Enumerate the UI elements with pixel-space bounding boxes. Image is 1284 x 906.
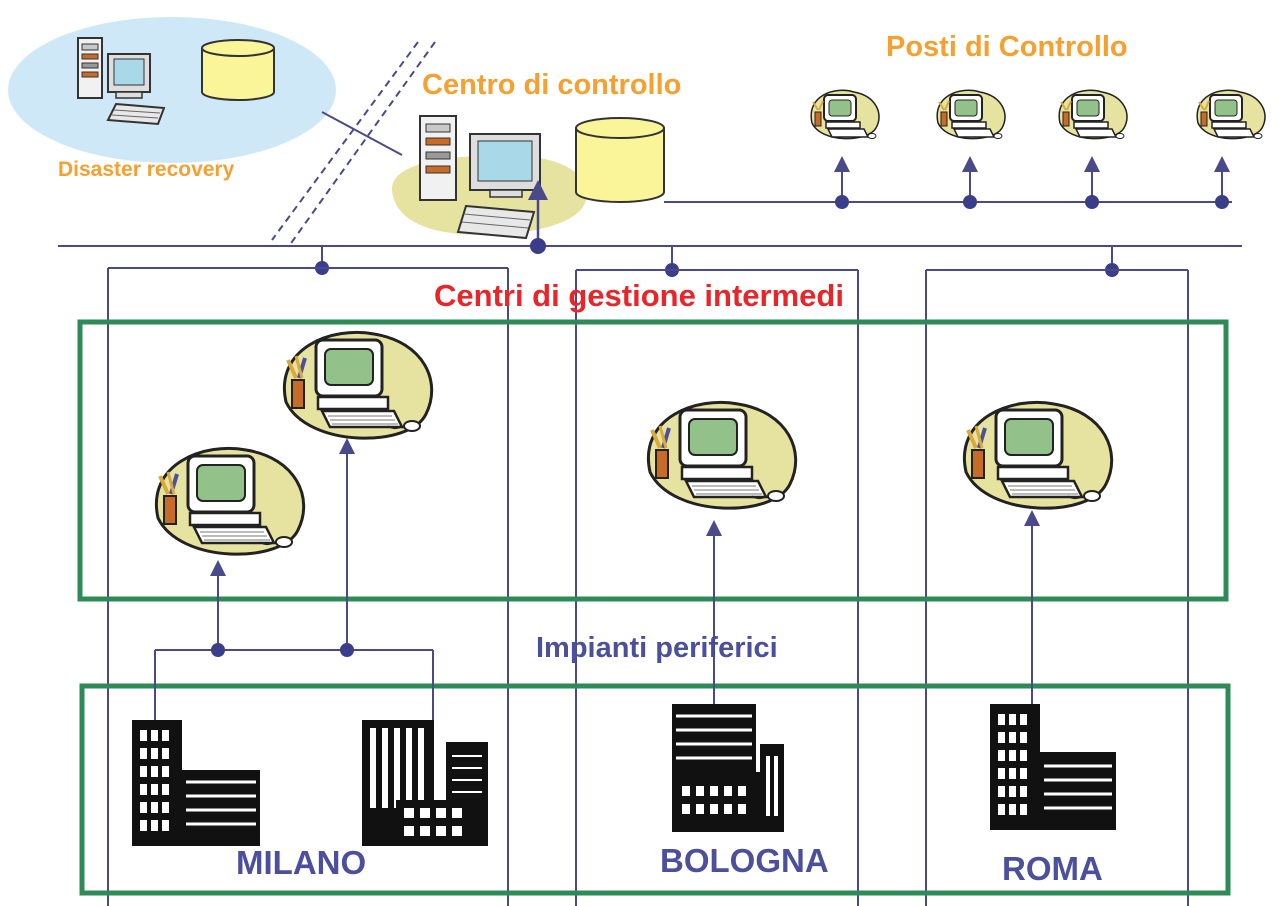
bologna-label: BOLOGNA [660,842,829,879]
peripheral-plants-label: Impianti periferici [536,632,778,664]
peripheral-plants-box [79,683,1231,896]
control-post-4 [1196,89,1267,209]
milano-building-right-icon [362,720,488,846]
roma-building-icon [990,704,1116,830]
workstation-icon [810,89,881,140]
milano-region-loop [107,246,509,906]
bologna-workstation [646,400,798,511]
firewall-dashed-lines [271,41,436,247]
workstation-icon [1196,89,1267,140]
bologna-region-loop [575,246,859,906]
intermediate-centers-label: Centri di gestione intermedi [434,278,844,313]
workstation-icon [962,400,1114,511]
control-center-database-icon [575,117,665,203]
bologna-building-icon [672,704,784,832]
control-center-label: Centro di controllo [422,69,681,101]
control-post-3 [1058,89,1129,209]
milano-workstation-upper [282,330,434,441]
workstation-icon [282,330,434,441]
workstation-icon [646,400,798,511]
disaster-recovery-label: Disaster recovery [58,158,235,181]
control-post-2 [936,89,1007,209]
milano-workstation-lower [154,446,306,557]
workstation-icon [154,446,306,557]
control-center-link [528,180,548,254]
milano-label: MILANO [236,844,366,881]
disaster-recovery-cloud [8,17,336,163]
control-center-node: Centro di controllo [391,69,681,240]
bologna-connection [706,520,722,727]
control-posts-label: Posti di Controllo [886,31,1128,63]
roma-region-loop [925,246,1189,906]
roma-workstation [962,400,1114,511]
control-post-1 [810,89,881,209]
workstation-icon [936,89,1007,140]
milano-building-left-icon [132,720,260,846]
milano-connections [154,438,434,720]
roma-label: ROMA [1002,850,1103,887]
intermediate-centers-box [77,319,1229,602]
disaster-link [321,111,403,156]
workstation-icon [1058,89,1129,140]
disaster-recovery-database-icon [201,39,275,101]
disaster-recovery-node: Disaster recovery [8,17,336,181]
